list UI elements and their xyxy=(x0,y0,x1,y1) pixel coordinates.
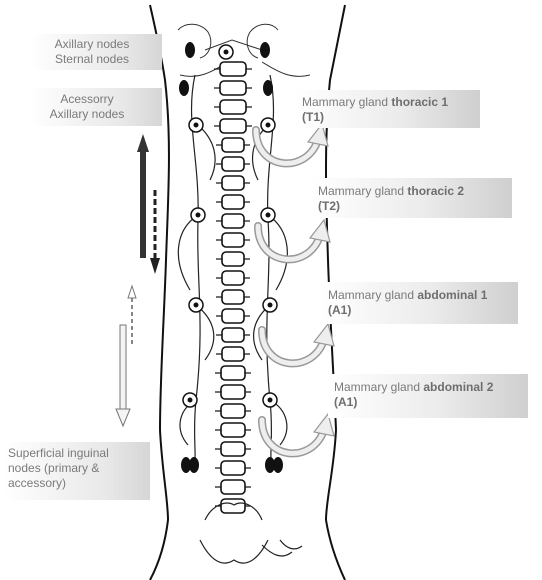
lymph-node-center xyxy=(268,303,273,308)
lymph-node-center xyxy=(224,50,229,55)
accessory-axillary-nodes-label: Axillary nodes xyxy=(28,107,146,122)
gland-t2-code: (T2) xyxy=(318,199,340,213)
gland-label-a1: Mammary gland abdominal 1 (A1) xyxy=(328,288,518,318)
vertebra xyxy=(220,100,246,114)
lymph-node-center xyxy=(266,123,271,128)
lymph-node-center xyxy=(196,213,201,218)
dark-lymph-node xyxy=(260,42,270,58)
gland-a2-prefix: Mammary gland xyxy=(334,380,423,394)
dark-lymph-node xyxy=(263,80,273,96)
label-superficial-inguinal: Superficial inguinal nodes (primary & ac… xyxy=(8,446,148,491)
vertebra xyxy=(220,81,246,95)
lymph-node-center xyxy=(194,303,199,308)
vertebra xyxy=(221,480,245,494)
dark-lymph-node xyxy=(179,80,189,96)
vertebra xyxy=(222,214,244,228)
vertebra xyxy=(222,328,244,342)
vertebra xyxy=(222,252,244,266)
accessory-label: Acessorry xyxy=(28,92,146,107)
label-axillary-sternal: Axillary nodes Sternal nodes xyxy=(30,37,154,67)
sternal-nodes-label: Sternal nodes xyxy=(30,52,154,67)
gland-a1-name: abdominal 1 xyxy=(417,288,487,302)
dark-lymph-node xyxy=(189,457,199,473)
gland-a1-code: (A1) xyxy=(328,303,351,317)
axillary-nodes-label: Axillary nodes xyxy=(30,37,154,52)
vertebra xyxy=(222,176,244,190)
vertebra xyxy=(221,461,245,475)
dark-lymph-node xyxy=(273,457,283,473)
gland-label-t1: Mammary gland thoracic 1 (T1) xyxy=(302,95,482,125)
gland-a2-name: abdominal 2 xyxy=(423,380,493,394)
vertebra xyxy=(222,138,244,152)
gland-t2-name: thoracic 2 xyxy=(407,184,464,198)
vertebra xyxy=(221,442,245,456)
lymph-node-center xyxy=(266,213,271,218)
vertebra xyxy=(222,347,244,361)
lymph-node-center xyxy=(188,398,193,403)
lymph-node-center xyxy=(194,123,199,128)
vertebra xyxy=(221,385,245,399)
inguinal-line-2: nodes (primary & xyxy=(8,461,148,476)
gland-t2-prefix: Mammary gland xyxy=(318,184,407,198)
outflow-arrow-shaft xyxy=(258,226,320,259)
pelvis-sketch xyxy=(200,503,302,563)
vertebra xyxy=(222,195,244,209)
vertebra xyxy=(222,290,244,304)
vertebra xyxy=(222,309,244,323)
spine xyxy=(214,62,252,513)
vertebra xyxy=(221,404,245,418)
migration-arrow-light xyxy=(116,286,136,426)
vertebra xyxy=(222,271,244,285)
migration-arrow-dark xyxy=(137,134,160,274)
vertebra xyxy=(220,62,246,76)
outflow-arrow-shaft xyxy=(262,330,324,363)
label-accessory-axillary: Acessorry Axillary nodes xyxy=(28,92,146,122)
inguinal-line-1: Superficial inguinal xyxy=(8,446,148,461)
vertebra xyxy=(221,366,245,380)
outflow-arrow-shaft xyxy=(256,130,318,163)
gland-label-a2: Mammary gland abdominal 2 (A1) xyxy=(334,380,528,410)
gland-a1-prefix: Mammary gland xyxy=(328,288,417,302)
inguinal-line-3: accessory) xyxy=(8,476,148,491)
gland-t1-prefix: Mammary gland xyxy=(302,95,391,109)
gland-t1-name: thoracic 1 xyxy=(391,95,448,109)
dark-lymph-node xyxy=(185,42,195,58)
lymph-node-center xyxy=(268,398,273,403)
vertebra xyxy=(222,157,244,171)
vertebra xyxy=(221,499,245,513)
vertebra xyxy=(222,233,244,247)
gland-label-t2: Mammary gland thoracic 2 (T2) xyxy=(318,184,512,214)
vertebra xyxy=(221,423,245,437)
gland-a2-code: (A1) xyxy=(334,395,357,409)
vertebra xyxy=(220,119,246,133)
gland-t1-code: (T1) xyxy=(302,110,324,124)
